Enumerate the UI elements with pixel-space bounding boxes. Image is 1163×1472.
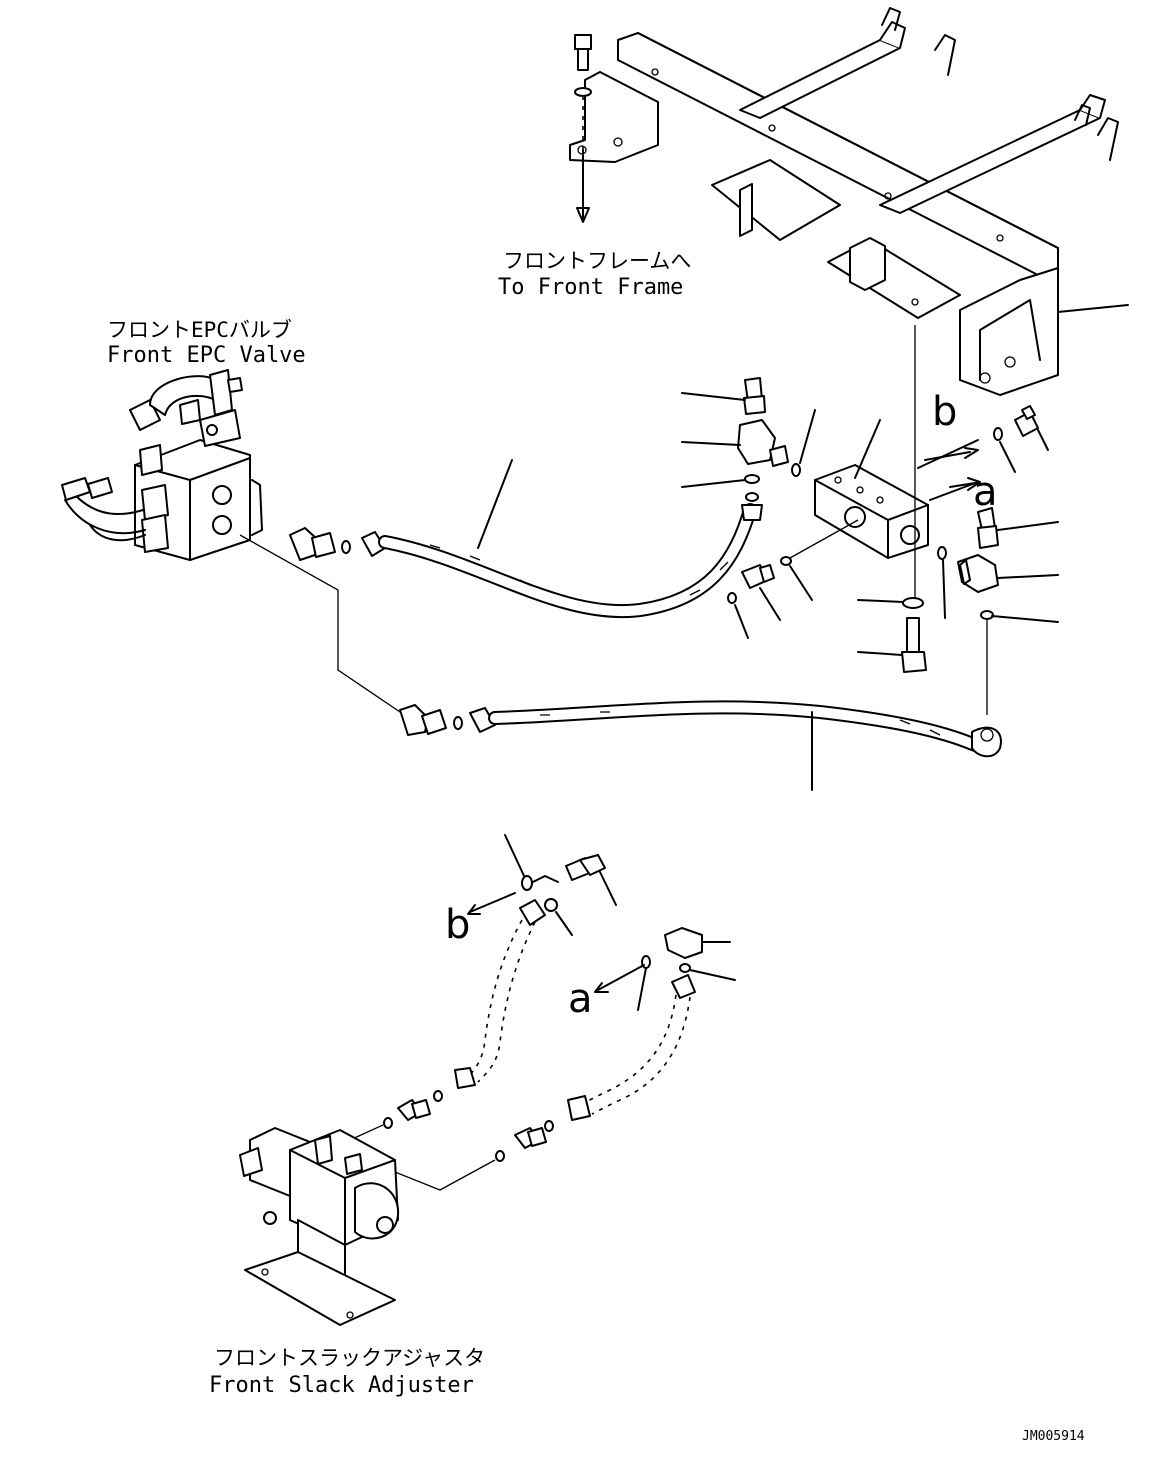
epc-upper-elbow	[289, 527, 351, 561]
front-epc-valve	[61, 369, 263, 561]
front-epc-valve-label-jp: フロントEPCバルブ	[107, 318, 292, 342]
front-slack-adjuster	[239, 1127, 400, 1326]
distribution-block	[814, 325, 981, 600]
front-frame-label-en: To Front Frame	[498, 275, 683, 300]
front-slack-adjuster-label-en: Front Slack Adjuster	[209, 1373, 474, 1398]
frame-bolt	[574, 34, 592, 223]
front-frame-label-jp: フロントフレームへ	[503, 249, 691, 273]
connection-label-a-lower: a	[568, 976, 593, 1022]
block-left-fittings	[681, 377, 859, 639]
block-bolt	[857, 597, 927, 673]
drawing-code: JM005914	[1022, 1429, 1085, 1444]
slack-hose-a	[364, 974, 696, 1191]
lower-hose	[399, 700, 1002, 791]
front-slack-adjuster-label-jp: フロントスラックアジャスタ	[214, 1346, 485, 1370]
block-right-fittings	[937, 405, 1059, 715]
slack-adjuster-upper-fittings	[467, 834, 736, 1011]
connection-label-b-upper: b	[932, 389, 957, 435]
upper-hose	[361, 459, 763, 619]
epc-lower-leader	[239, 534, 401, 713]
connection-label-b-lower: b	[445, 902, 470, 948]
front-frame-bracket	[569, 7, 1129, 396]
slack-hose-b	[349, 899, 546, 1141]
connection-label-a-upper: a	[973, 469, 998, 515]
front-epc-valve-label-en: Front EPC Valve	[107, 343, 306, 368]
